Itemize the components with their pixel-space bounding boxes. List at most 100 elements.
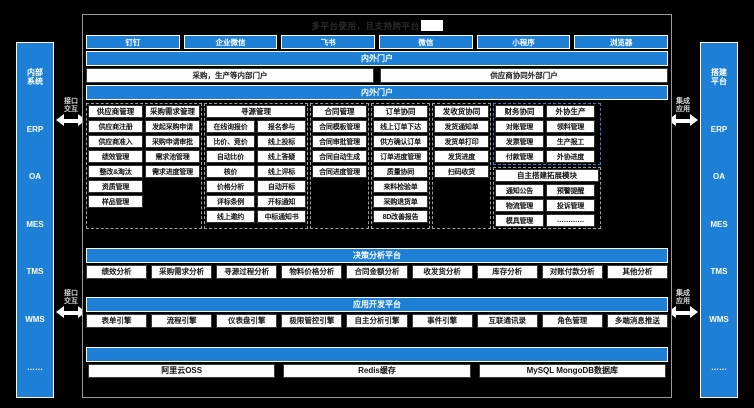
cell[interactable]: 报名参与	[257, 120, 306, 133]
cell[interactable]: 生产报工	[546, 135, 595, 148]
client-feishu[interactable]: 飞书	[281, 35, 376, 49]
right-rail-item-wms[interactable]: WMS	[709, 315, 729, 325]
infra-row: 阿里云OSS Redis缓存 MySQL MongoDB数据库	[86, 363, 668, 378]
decision-item-5[interactable]: 收发货分析	[411, 264, 473, 279]
cell[interactable]: 线上邀约	[206, 210, 255, 223]
appdev-item-1[interactable]: 流程引擎	[151, 314, 213, 328]
infra-oss[interactable]: 阿里云OSS	[88, 363, 276, 378]
cell[interactable]: 线上答疑	[257, 150, 306, 163]
left-rail-item-wms[interactable]: WMS	[25, 315, 45, 325]
cell[interactable]: 评标条例	[206, 195, 255, 208]
appdev-item-2[interactable]: 仪表盘引擎	[216, 314, 278, 328]
cell[interactable]: 线上投标	[257, 135, 306, 148]
client-miniprogram[interactable]: 小程序	[476, 35, 571, 49]
cell[interactable]: 线上订单下达	[373, 120, 428, 133]
cell[interactable]: 发货进度	[434, 150, 489, 163]
appdev-item-7[interactable]: 角色管理	[541, 314, 603, 328]
cell[interactable]: 采购申请审批	[145, 135, 200, 148]
client-wechat[interactable]: 微信	[379, 35, 473, 49]
appdev-item-8[interactable]: 多端消息推送	[606, 314, 668, 328]
cell[interactable]: 采购退货单	[373, 195, 428, 208]
cell[interactable]: 订单进度管理	[373, 150, 428, 163]
cell[interactable]: 模具管理	[495, 214, 544, 227]
infra-redis[interactable]: Redis缓存	[283, 363, 471, 378]
cell[interactable]: 自动开标	[257, 180, 306, 193]
column-finance-collaboration: 财务协同 对账管理 发票管理 付款管理	[495, 105, 544, 163]
cell[interactable]: 资质管理	[88, 180, 143, 193]
decision-item-8[interactable]: 其他分析	[606, 264, 668, 279]
cell[interactable]: 合同审批管理	[312, 135, 367, 148]
cell[interactable]: 发起采购申请	[145, 120, 200, 133]
cell[interactable]: 发货通知单	[434, 120, 489, 133]
decision-item-4[interactable]: 合同金额分析	[346, 264, 408, 279]
left-rail-item-tms[interactable]: TMS	[26, 267, 44, 277]
column-delivery-collaboration: 发收货协同 发货通知单 发货单打印 发货进度 扫码收货	[434, 105, 489, 227]
cell[interactable]: 整改&淘汰	[88, 165, 143, 178]
cell[interactable]: 需求池管理	[145, 150, 200, 163]
column-header: 供应商管理	[88, 105, 143, 118]
right-rail-item-erp[interactable]: ERP	[710, 124, 728, 134]
cell[interactable]: 领料管理	[546, 120, 595, 133]
cell[interactable]: 需求进度管理	[145, 165, 200, 178]
cell[interactable]: 在线询报价	[206, 120, 255, 133]
cell[interactable]: 通知公告	[495, 184, 544, 197]
decision-item-2[interactable]: 寻源过程分析	[216, 264, 278, 279]
cell[interactable]: 供应商注册	[88, 120, 143, 133]
appdev-item-6[interactable]: 互联通讯录	[476, 314, 538, 328]
cell[interactable]: 绩效管理	[88, 150, 143, 163]
cell[interactable]: 质量协同	[373, 165, 428, 178]
cell[interactable]: 开标通知	[257, 195, 306, 208]
cell[interactable]: 合同进度管理	[312, 165, 367, 178]
infra-database[interactable]: MySQL MongoDB数据库	[478, 363, 666, 378]
client-browser[interactable]: 浏览器	[574, 35, 669, 49]
decision-item-3[interactable]: 物料价格分析	[281, 264, 343, 279]
cell[interactable]: 线上评标	[257, 165, 306, 178]
right-rail-item-mes[interactable]: MES	[710, 219, 728, 229]
column-header-sourcing: 寻源管理	[206, 105, 306, 118]
cell[interactable]: 外协进度	[546, 150, 595, 163]
decision-item-7[interactable]: 对账付款分析	[541, 264, 603, 279]
appdev-item-5[interactable]: 事件引擎	[411, 314, 473, 328]
right-rail-item-tms[interactable]: TMS	[710, 267, 728, 277]
cell[interactable]: 付款管理	[495, 150, 544, 163]
client-dingtalk[interactable]: 钉钉	[86, 35, 180, 49]
appdev-platform-row: 表单引擎 流程引擎 仪表盘引擎 极限管控引擎 自主分析引擎 事件引擎 互联通讯录…	[86, 314, 668, 328]
column-header: 合同管理	[312, 105, 367, 118]
cell[interactable]: 比价、竞价	[206, 135, 255, 148]
cell[interactable]: 供方确认订单	[373, 135, 428, 148]
cell[interactable]: 自动比价	[206, 150, 255, 163]
left-rail-item-oa[interactable]: OA	[29, 172, 41, 182]
appdev-item-3[interactable]: 极限管控引擎	[281, 314, 343, 328]
cell[interactable]: 核价	[206, 165, 255, 178]
appdev-item-0[interactable]: 表单引擎	[86, 314, 148, 328]
cell[interactable]: 发票管理	[495, 135, 544, 148]
cell[interactable]: 物流管理	[495, 199, 544, 212]
cell[interactable]: 预警提醒	[546, 184, 595, 197]
cell[interactable]: 扫码收货	[434, 165, 489, 178]
cell[interactable]: 对账管理	[495, 120, 544, 133]
cell[interactable]: 中标通知书	[257, 210, 306, 223]
left-rail-item-more: ……	[27, 362, 43, 372]
left-rail-item-erp[interactable]: ERP	[26, 124, 44, 134]
cell[interactable]: 样品管理	[88, 195, 143, 208]
cell[interactable]: 合同模板管理	[312, 120, 367, 133]
capability-matrix: 供应商管理 供应商注册 供应商准入 绩效管理 整改&淘汰 资质管理 样品管理 采…	[86, 103, 668, 229]
decision-item-6[interactable]: 库存分析	[476, 264, 538, 279]
left-rail-item-mes[interactable]: MES	[26, 219, 44, 229]
decision-item-0[interactable]: 绩效分析	[86, 264, 148, 279]
cell[interactable]: 发货单打印	[434, 135, 489, 148]
decision-item-1[interactable]: 采购需求分析	[151, 264, 213, 279]
portal-external[interactable]: 供应商协同外部门户	[380, 68, 668, 83]
appdev-item-4[interactable]: 自主分析引擎	[346, 314, 408, 328]
cell[interactable]: 投诉管理	[546, 199, 595, 212]
right-rail-item-oa[interactable]: OA	[713, 172, 725, 182]
cell[interactable]: 来料检验单	[373, 180, 428, 193]
cell[interactable]: 供应商准入	[88, 135, 143, 148]
client-wecom[interactable]: 企业微信	[183, 35, 278, 49]
extension-row: 通知公告 物流管理 模具管理 预警提醒 投诉管理 …………	[495, 184, 599, 227]
sourcing-row: 在线询报价 比价、竞价 自动比价 核价 价格分析 评标条例 线上邀约 报名参与 …	[206, 120, 306, 223]
cell[interactable]: 8D改善报告	[373, 210, 428, 223]
cell[interactable]: 合同自动生成	[312, 150, 367, 163]
portal-internal[interactable]: 采购，生产等内部门户	[86, 68, 374, 83]
cell[interactable]: 价格分析	[206, 180, 255, 193]
